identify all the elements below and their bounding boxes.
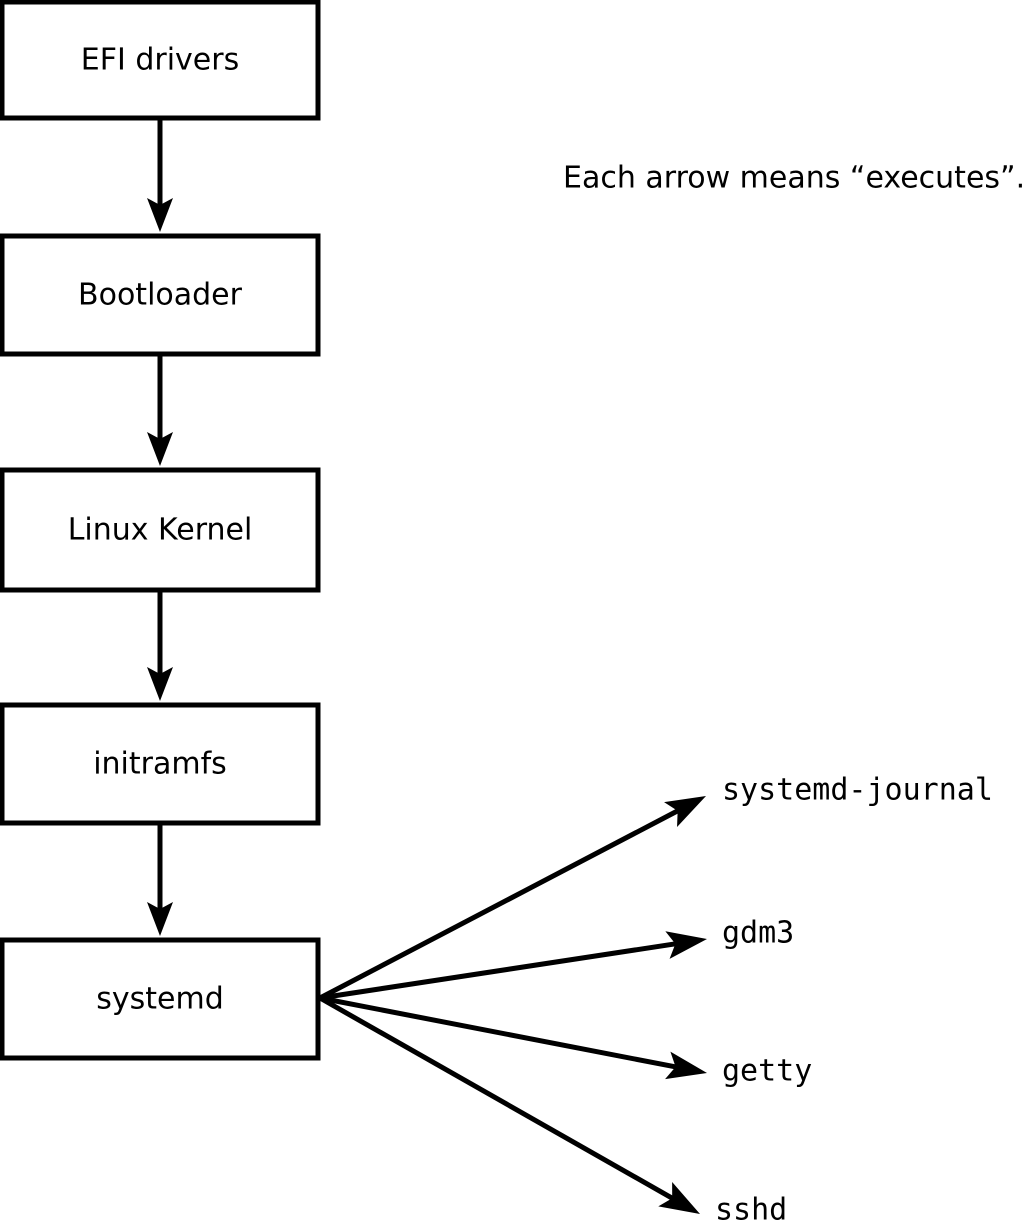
arrow-bootloader-to-kernel (147, 354, 173, 466)
box-outline (0, 937, 321, 1061)
arrow-systemd-to-sshd (318, 995, 700, 1214)
service-label-sshd: sshd (715, 1193, 787, 1228)
arrow-kernel-to-initramfs (147, 590, 173, 701)
box-label: initramfs (93, 747, 227, 782)
arrow-systemd-to-systemd-journal (318, 796, 706, 1001)
arrow-shaft (319, 995, 678, 1070)
arrow-head-icon (147, 432, 173, 466)
box-outline (0, 233, 321, 357)
process-box-initramfs[interactable]: initramfs (0, 702, 321, 826)
arrow-shaft (318, 808, 680, 1001)
arrow-head-icon (147, 667, 173, 701)
arrow-head-icon (665, 1051, 707, 1080)
arrow-systemd-to-getty (319, 995, 707, 1080)
arrow-shaft (318, 995, 675, 1201)
arrow-head-icon (147, 198, 173, 232)
arrow-head-icon (658, 1182, 700, 1214)
arrow-shaft (319, 941, 677, 1001)
process-box-efi-drivers[interactable]: EFI drivers (0, 0, 321, 121)
arrow-initramfs-to-systemd (147, 823, 173, 936)
process-box-systemd[interactable]: systemd (0, 937, 321, 1061)
box-outline (0, 0, 321, 121)
box-label: EFI drivers (81, 43, 239, 78)
box-label: systemd (96, 982, 224, 1017)
arrow-efi-to-bootloader (147, 118, 173, 232)
box-label: Linux Kernel (68, 513, 253, 548)
arrow-head-icon (664, 796, 706, 827)
box-outline (0, 702, 321, 826)
box-label: Bootloader (78, 278, 243, 313)
process-box-bootloader[interactable]: Bootloader (0, 233, 321, 357)
arrow-systemd-to-gdm3 (319, 931, 707, 1001)
diagram-caption: Each arrow means “executes”. (563, 161, 1023, 196)
service-label-getty: getty (722, 1054, 812, 1089)
service-label-systemd-journal: systemd-journal (722, 773, 993, 808)
service-label-gdm3: gdm3 (722, 916, 794, 951)
arrow-head-icon (147, 902, 173, 936)
process-box-linux-kernel[interactable]: Linux Kernel (0, 467, 321, 593)
arrow-head-icon (665, 931, 707, 959)
